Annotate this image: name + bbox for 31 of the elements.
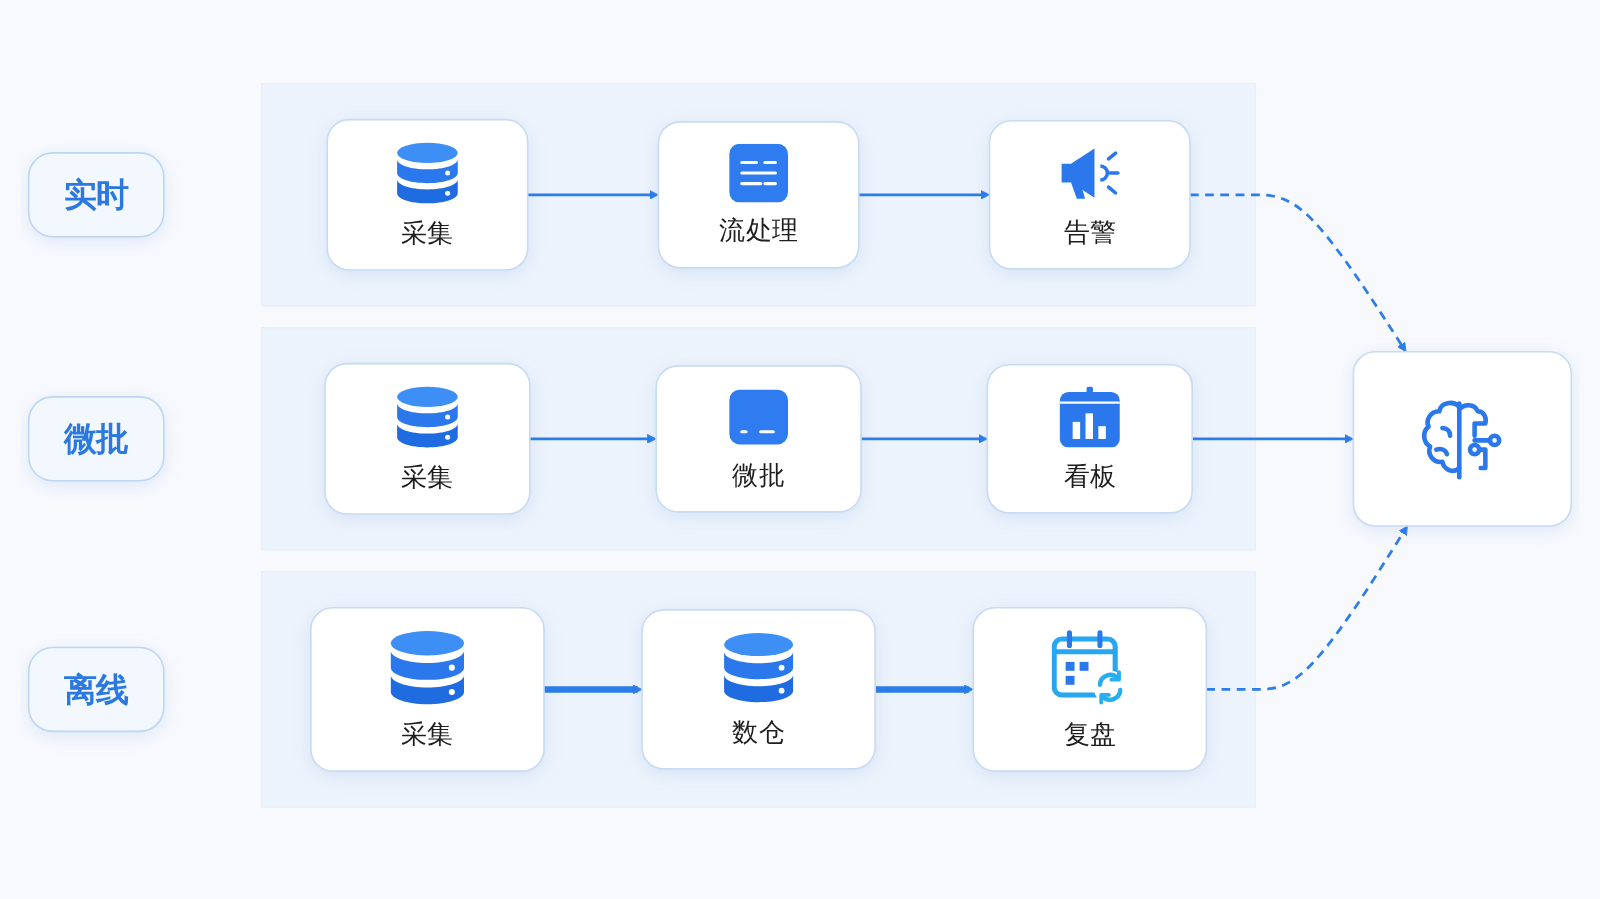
process-box (1352, 351, 1573, 527)
process-box (972, 607, 1208, 773)
node-label: 数仓 (731, 715, 786, 750)
dashed-arrow (1190, 193, 1407, 353)
process-box (988, 120, 1191, 270)
process-box (326, 118, 529, 271)
node-label: 采集 (400, 460, 455, 495)
node-label: 复盘 (1062, 717, 1117, 752)
lane-label: 离线 (27, 646, 165, 733)
node-label: 微批 (731, 458, 786, 493)
thick-arrow (544, 684, 643, 695)
node-label: 看板 (1062, 459, 1117, 494)
process-box (641, 609, 876, 770)
lane-label: 实时 (27, 152, 165, 238)
arrow (527, 190, 659, 200)
thick-arrow (875, 684, 974, 695)
lane-label: 微批 (27, 396, 165, 482)
node-label: 采集 (400, 717, 455, 752)
arrow (858, 190, 990, 200)
node-label: 流处理 (718, 214, 799, 249)
process-box (657, 121, 860, 269)
process-box (310, 607, 545, 773)
arrow (1192, 434, 1354, 444)
process-box (655, 365, 862, 513)
arrow (861, 434, 988, 444)
dashed-arrow (1206, 525, 1408, 691)
node-label: 采集 (400, 216, 455, 251)
arrow (529, 434, 657, 444)
process-box (324, 363, 531, 515)
node-label: 告警 (1062, 215, 1117, 250)
process-box (986, 364, 1193, 514)
